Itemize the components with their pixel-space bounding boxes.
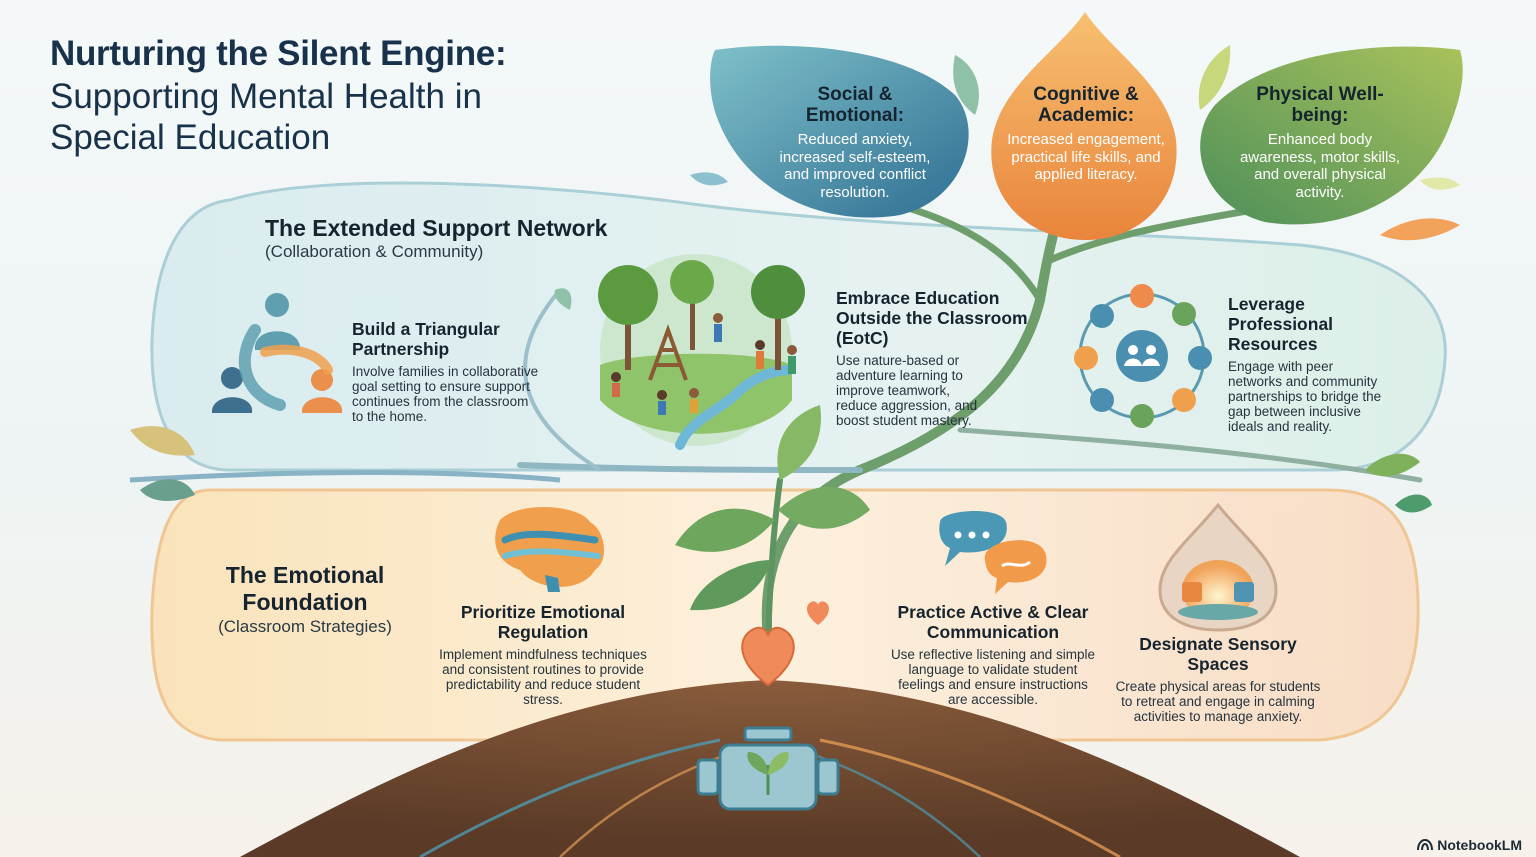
outdoor-learning-illustration	[598, 254, 805, 450]
leaf-heading: Cognitive & Academic:	[1033, 84, 1139, 126]
card-triangular-partnership: Build a Triangular Partnership Involve f…	[352, 319, 542, 424]
notebooklm-brand: NotebookLM	[1417, 837, 1522, 853]
brain-icon	[495, 507, 605, 592]
section-heading: The Extended Support Network	[265, 215, 608, 241]
leaf-heading: Physical Well-being:	[1256, 84, 1384, 126]
leaf-text: Increased engagement, practical life ski…	[1007, 131, 1165, 183]
page-title: Nurturing the Silent Engine:	[50, 34, 507, 73]
engine-icon	[696, 726, 840, 811]
speech-bubbles-icon	[939, 511, 1047, 594]
sensory-space-icon	[1158, 502, 1278, 632]
section-heading: The Emotional Foundation	[225, 562, 385, 615]
section-subheading: (Classroom Strategies)	[218, 617, 392, 636]
leaf-physical-wellbeing: Physical Well-being: Enhanced body aware…	[1232, 84, 1408, 201]
emotional-foundation-section: The Emotional Foundation (Classroom Stra…	[200, 562, 410, 638]
page-subtitle: Supporting Mental Health in Special Educ…	[50, 77, 482, 157]
leaf-physical-wellbeing-shape	[1200, 46, 1463, 225]
notebooklm-logo-icon	[1417, 839, 1434, 851]
card-text: Implement mindfulness techniques and con…	[439, 647, 647, 707]
card-text: Create physical areas for students to re…	[1115, 679, 1321, 724]
card-text: Engage with peer networks and community …	[1228, 359, 1382, 434]
card-emotional-regulation: Prioritize Emotional Regulation Implemen…	[438, 602, 648, 707]
leaf-social-emotional-shape	[710, 45, 969, 218]
card-text: Use nature-based or adventure learning t…	[836, 353, 978, 428]
family-partnership-icon	[211, 293, 343, 413]
leaf-cognitive-academic: Cognitive & Academic: Increased engageme…	[1000, 84, 1172, 184]
leaf-social-emotional: Social & Emotional: Reduced anxiety, inc…	[770, 84, 940, 201]
card-sensory-spaces: Designate Sensory Spaces Create physical…	[1112, 634, 1324, 724]
leaf-cognitive-academic-shape	[991, 12, 1177, 240]
leaf-text: Reduced anxiety, increased self-esteem, …	[779, 131, 931, 201]
card-active-communication: Practice Active & Clear Communication Us…	[888, 602, 1098, 707]
card-text: Involve families in collaborative goal s…	[352, 364, 539, 424]
leaf-heading: Social & Emotional:	[805, 84, 905, 126]
card-heading: Leverage Professional Resources	[1228, 294, 1334, 354]
leaf-text: Enhanced body awareness, motor skills, a…	[1239, 131, 1401, 201]
card-professional-resources: Leverage Professional Resources Engage w…	[1228, 294, 1390, 434]
support-network-section: The Extended Support Network (Collaborat…	[265, 214, 685, 262]
section-subheading: (Collaboration & Community)	[265, 242, 484, 261]
network-hub-icon	[1074, 284, 1212, 428]
card-heading: Build a Triangular Partnership	[352, 319, 500, 359]
card-education-outside-classroom: Embrace Education Outside the Classroom …	[836, 288, 1031, 428]
card-heading: Prioritize Emotional Regulation	[460, 602, 626, 642]
card-heading: Embrace Education Outside the Classroom …	[836, 288, 1028, 348]
card-text: Use reflective listening and simple lang…	[890, 647, 1096, 707]
card-heading: Practice Active & Clear Communication	[897, 602, 1089, 642]
brand-label: NotebookLM	[1437, 837, 1522, 853]
card-heading: Designate Sensory Spaces	[1139, 634, 1297, 674]
